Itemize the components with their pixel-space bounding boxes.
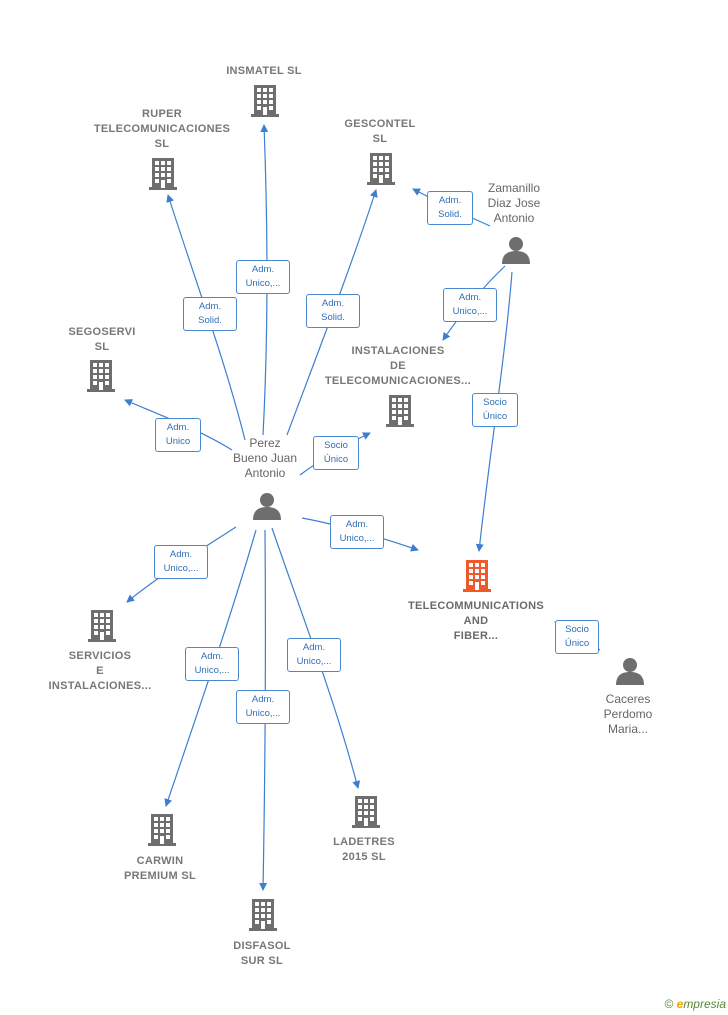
edge-tag-perez-carwin[interactable]: Adm. Unico,...	[185, 647, 239, 681]
carwin-building-icon	[148, 814, 176, 846]
caceres-person-icon	[616, 658, 644, 685]
edge-tag-perez-gescontel[interactable]: Adm. Solid.	[306, 294, 360, 328]
edge-tag-perez-ladetres[interactable]: Adm. Unico,...	[287, 638, 341, 672]
instalaciones-building-icon	[386, 395, 414, 427]
edge-tag-perez-segoservi[interactable]: Adm. Unico	[155, 418, 201, 452]
edge-tag-perez-servicios[interactable]: Adm. Unico,...	[154, 545, 208, 579]
brand-name: mpresia	[683, 997, 726, 1011]
disfasol-building-icon	[249, 899, 277, 931]
perez-person-icon	[253, 493, 281, 520]
empresia-brand[interactable]: © empresia	[664, 997, 726, 1011]
insmatel-building-icon	[251, 85, 279, 117]
ruper-building-icon	[149, 158, 177, 190]
brand-logo-e: e	[676, 997, 684, 1011]
caceres-label[interactable]: Caceres Perdomo Maria...	[603, 692, 653, 736]
insmatel-label[interactable]: INSMATEL SL	[226, 65, 302, 77]
zamanillo-person-icon	[502, 237, 530, 264]
edge-tag-perez-disfasol[interactable]: Adm. Unico,...	[236, 690, 290, 724]
edge-tag-perez-telecom[interactable]: Adm. Unico,...	[330, 515, 384, 549]
zamanillo-label[interactable]: Zamanillo Diaz Jose Antonio	[487, 181, 541, 225]
edge-tag-perez-insmatel[interactable]: Adm. Unico,...	[236, 260, 290, 294]
telecom-fiber-building-icon	[463, 560, 491, 592]
segoservi-label[interactable]: SEGOSERVI SL	[68, 326, 136, 353]
copyright-icon: ©	[664, 997, 674, 1011]
ladetres-building-icon	[352, 796, 380, 828]
gescontel-building-icon	[367, 153, 395, 185]
ruper-label[interactable]: RUPER TELECOMUNICACIONES SL	[93, 108, 231, 150]
edge-tag-perez-ruper[interactable]: Adm. Solid.	[183, 297, 237, 331]
segoservi-building-icon	[87, 360, 115, 392]
perez-label[interactable]: Perez Bueno Juan Antonio	[232, 436, 298, 480]
telecom-fiber-label[interactable]: TELECOMMUNICATIONS AND FIBER...	[408, 600, 544, 642]
servicios-label[interactable]: SERVICIOS E INSTALACIONES...	[48, 650, 152, 692]
edge-tag-zamanillo-telecom[interactable]: Socio Único	[472, 393, 518, 427]
edge-tag-perez-instalaciones[interactable]: Socio Único	[313, 436, 359, 470]
ladetres-label[interactable]: LADETRES 2015 SL	[333, 836, 395, 863]
gescontel-label[interactable]: GESCONTEL SL	[344, 118, 416, 145]
instalaciones-label[interactable]: INSTALACIONES DE TELECOMUNICACIONES...	[324, 345, 472, 387]
edge-tag-zamanillo-gescontel[interactable]: Adm. Solid.	[427, 191, 473, 225]
servicios-building-icon	[88, 610, 116, 642]
edge-tag-caceres-telecom[interactable]: Socio Único	[555, 620, 599, 654]
disfasol-label[interactable]: DISFASOL SUR SL	[233, 940, 291, 967]
carwin-label[interactable]: CARWIN PREMIUM SL	[123, 855, 197, 882]
edge-tag-zamanillo-instalaciones[interactable]: Adm. Unico,...	[443, 288, 497, 322]
